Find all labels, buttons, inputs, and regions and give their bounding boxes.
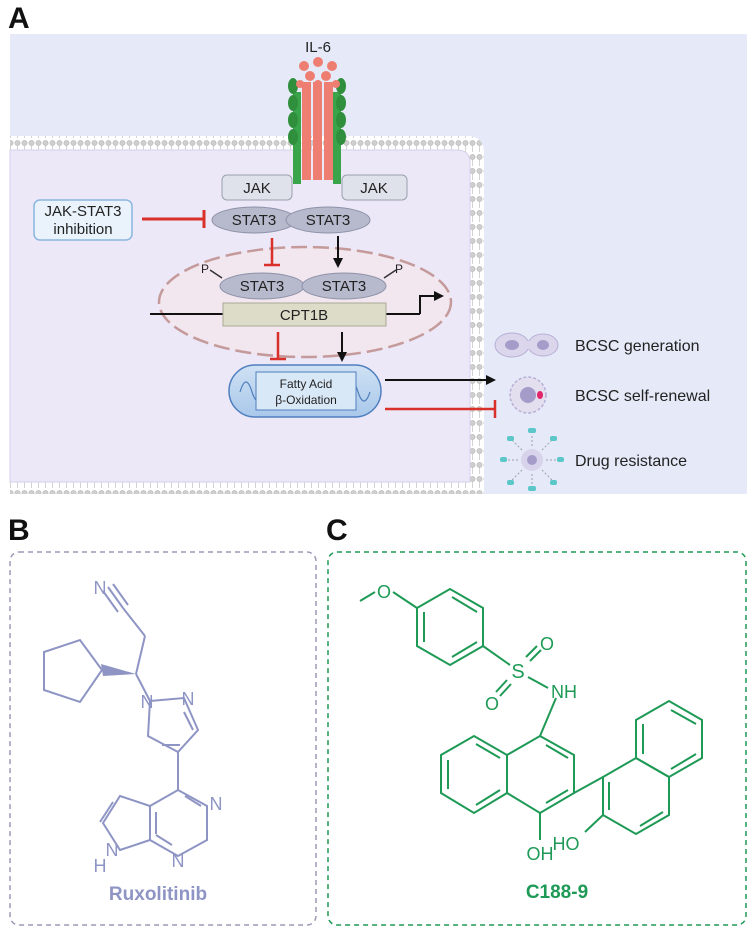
c188-structure (359, 587, 703, 840)
transcription-start-arrow (419, 291, 444, 314)
outcome-drug-resistance: Drug resistance (575, 453, 687, 470)
inhibition-label-line2: inhibition (53, 221, 112, 238)
jak-left (221, 174, 293, 201)
il6-ligand-molecules (296, 57, 340, 88)
ruxolitinib-atom-pyrrole-n: N (106, 840, 119, 860)
bcsc-generation-icon (494, 332, 559, 358)
ruxolitinib-name: Ruxolitinib (109, 884, 207, 905)
il6-receptor (288, 78, 346, 184)
ruxolitinib-structure (43, 583, 208, 858)
fao-label-line2: β-Oxidation (275, 393, 337, 407)
ruxolitinib-atom-pyrrole-h: H (94, 856, 107, 876)
nucleus (157, 245, 453, 359)
panel-label-b: B (8, 514, 30, 547)
c188-atom-nh: NH (551, 682, 577, 702)
phospho-right-label: P (395, 262, 403, 276)
jak-stat3-inhibition-box (33, 199, 133, 241)
c188-atom-methoxy-o: O (377, 582, 391, 602)
c188-atom-sulfur: S (511, 661, 524, 683)
ruxolitinib-atom-pyrazole-n1: N (141, 692, 154, 712)
stat3-cytoplasm-left-label: STAT3 (232, 212, 276, 229)
fao-box (255, 371, 357, 411)
panel-label-a: A (8, 2, 30, 35)
ruxolitinib-atom-nitrile-n: N (94, 578, 107, 598)
jak-right (341, 174, 408, 201)
jak-left-label: JAK (243, 180, 271, 197)
bcsc-self-renewal-icon (509, 376, 547, 414)
stat3-nucleus-right-label: STAT3 (322, 278, 366, 295)
c188-atom-oh-right: HO (553, 834, 580, 854)
stat3-nucleus-left-label: STAT3 (240, 278, 284, 295)
cpt1b-label: CPT1B (280, 307, 328, 324)
stat3-cytoplasm-right (285, 206, 371, 234)
jak-right-label: JAK (360, 180, 388, 197)
outcome-bcsc-self-renewal: BCSC self-renewal (575, 388, 710, 405)
stat3-cytoplasm-right-label: STAT3 (306, 212, 350, 229)
fao-label-line1: Fatty Acid (280, 377, 333, 391)
ruxolitinib-atom-pyrazole-n2: N (182, 689, 195, 709)
c188-name: C188-9 (526, 882, 588, 903)
outcome-bcsc-generation: BCSC generation (575, 338, 700, 355)
ruxolitinib-atom-pyrimidine-n1: N (210, 794, 223, 814)
ruxolitinib-atom-pyrimidine-n2: N (172, 851, 185, 871)
cpt1b-gene (222, 302, 387, 327)
phospho-left-label: P (201, 262, 209, 276)
drug-resistance-icon (500, 428, 564, 491)
stat3-nucleus-right (301, 272, 387, 300)
panel-c-frame (327, 551, 747, 926)
inhibition-label-line1: JAK-STAT3 (45, 203, 122, 220)
c188-atom-sulfonyl-o2: O (485, 694, 499, 714)
il6-label: IL-6 (305, 39, 331, 56)
panel-label-c: C (326, 514, 348, 547)
panel-b-frame (9, 551, 317, 926)
c188-atom-sulfonyl-o1: O (540, 634, 554, 654)
c188-atom-oh-left: OH (527, 844, 554, 864)
